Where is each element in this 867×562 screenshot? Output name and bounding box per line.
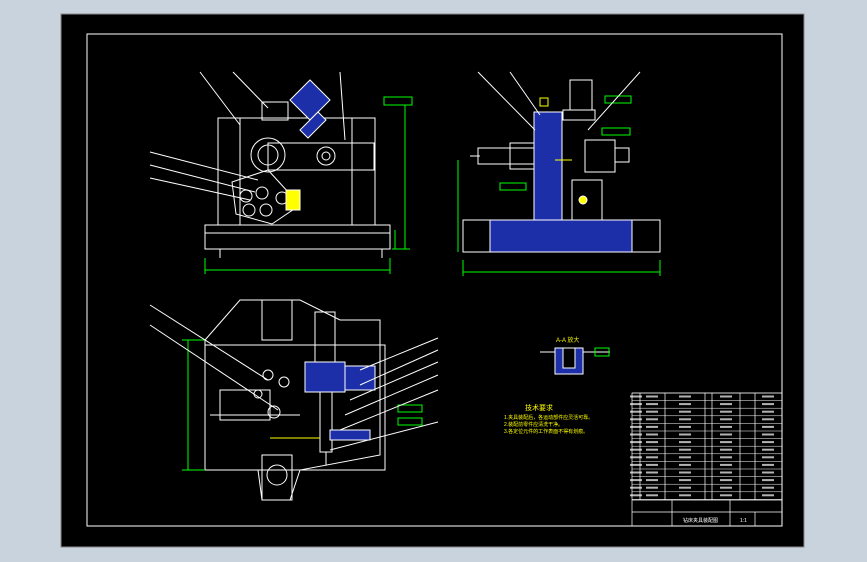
- parts-cell-mark: [679, 418, 691, 421]
- parts-cell-mark: [762, 433, 774, 436]
- top-view-leaders: [149, 304, 439, 451]
- parts-cell-mark: [679, 395, 691, 398]
- parts-cell-mark: [679, 425, 691, 428]
- parts-cell-mark: [646, 463, 658, 466]
- drawing-border: [86, 33, 783, 527]
- parts-cell-mark: [630, 486, 642, 489]
- parts-cell-mark: [762, 403, 774, 406]
- parts-cell-mark: [646, 418, 658, 421]
- parts-cell-mark: [679, 463, 691, 466]
- parts-cell-mark: [762, 410, 774, 413]
- parts-cell-mark: [646, 479, 658, 482]
- parts-cell-mark: [630, 410, 642, 413]
- parts-cell-mark: [720, 479, 732, 482]
- parts-cell-mark: [679, 471, 691, 474]
- parts-cell-mark: [720, 448, 732, 451]
- parts-cell-mark: [630, 479, 642, 482]
- parts-cell-mark: [762, 425, 774, 428]
- detail-view: A-A 放大: [540, 336, 610, 375]
- parts-cell-mark: [646, 425, 658, 428]
- parts-list-rows: [630, 392, 782, 500]
- parts-cell-mark: [630, 494, 642, 497]
- parts-cell-mark: [762, 418, 774, 421]
- parts-cell-mark: [720, 433, 732, 436]
- tech-requirements: 技术要求 1.夹具装配后，各运动部件应灵活可靠。 2.装配前零件应清洗干净。 3…: [504, 403, 593, 435]
- front-view-leaders: [149, 71, 346, 201]
- parts-cell-mark: [679, 448, 691, 451]
- tech-req-line-3: 3.各定位元件的工作表面不得有划痕。: [504, 428, 588, 435]
- parts-cell-mark: [720, 425, 732, 428]
- parts-cell-mark: [646, 486, 658, 489]
- parts-cell-mark: [646, 403, 658, 406]
- parts-cell-mark: [720, 441, 732, 444]
- tech-req-line-2: 2.装配前零件应清洗干净。: [504, 421, 563, 428]
- parts-cell-mark: [720, 471, 732, 474]
- parts-cell-mark: [630, 433, 642, 436]
- parts-cell-mark: [646, 471, 658, 474]
- parts-cell-mark: [646, 441, 658, 444]
- parts-cell-mark: [762, 441, 774, 444]
- parts-cell-mark: [630, 448, 642, 451]
- parts-cell-mark: [720, 403, 732, 406]
- tech-req-title: 技术要求: [525, 403, 553, 412]
- parts-cell-mark: [762, 494, 774, 497]
- parts-cell-mark: [762, 463, 774, 466]
- parts-cell-mark: [720, 494, 732, 497]
- drawing-canvas[interactable]: [60, 13, 805, 548]
- parts-cell-mark: [679, 494, 691, 497]
- parts-cell-mark: [630, 395, 642, 398]
- svg-text:A-A 放大: A-A 放大: [556, 336, 579, 344]
- parts-cell-mark: [646, 410, 658, 413]
- drawing-name: 钻床夹具装配图: [683, 517, 718, 524]
- parts-cell-mark: [630, 441, 642, 444]
- parts-cell-mark: [646, 448, 658, 451]
- parts-cell-mark: [679, 479, 691, 482]
- drawing-scale: 1:1: [740, 518, 747, 524]
- parts-cell-mark: [679, 403, 691, 406]
- parts-cell-mark: [646, 456, 658, 459]
- front-view: [204, 79, 391, 258]
- parts-cell-mark: [630, 418, 642, 421]
- front-view-dimensions: [204, 96, 413, 274]
- parts-cell-mark: [762, 448, 774, 451]
- parts-cell-mark: [646, 395, 658, 398]
- parts-cell-mark: [762, 456, 774, 459]
- parts-cell-mark: [679, 486, 691, 489]
- parts-cell-mark: [630, 425, 642, 428]
- parts-cell-mark: [720, 410, 732, 413]
- side-view: [462, 79, 661, 253]
- parts-cell-mark: [762, 479, 774, 482]
- parts-cell-mark: [679, 441, 691, 444]
- tech-req-line-1: 1.夹具装配后，各运动部件应灵活可靠。: [504, 414, 593, 421]
- parts-cell-mark: [646, 494, 658, 497]
- parts-cell-mark: [720, 395, 732, 398]
- parts-cell-mark: [679, 433, 691, 436]
- parts-cell-mark: [720, 463, 732, 466]
- parts-cell-mark: [720, 418, 732, 421]
- parts-cell-mark: [720, 486, 732, 489]
- parts-cell-mark: [762, 471, 774, 474]
- parts-cell-mark: [679, 410, 691, 413]
- parts-cell-mark: [679, 456, 691, 459]
- side-view-leaders: [477, 71, 641, 131]
- title-block-bottom: [632, 499, 782, 526]
- parts-cell-mark: [630, 471, 642, 474]
- side-view-dimensions: [457, 95, 661, 276]
- parts-cell-mark: [720, 456, 732, 459]
- parts-cell-mark: [630, 456, 642, 459]
- parts-cell-mark: [630, 463, 642, 466]
- parts-cell-mark: [630, 403, 642, 406]
- parts-cell-mark: [646, 433, 658, 436]
- parts-cell-mark: [762, 486, 774, 489]
- top-view-dimensions: [182, 339, 423, 471]
- parts-cell-mark: [762, 395, 774, 398]
